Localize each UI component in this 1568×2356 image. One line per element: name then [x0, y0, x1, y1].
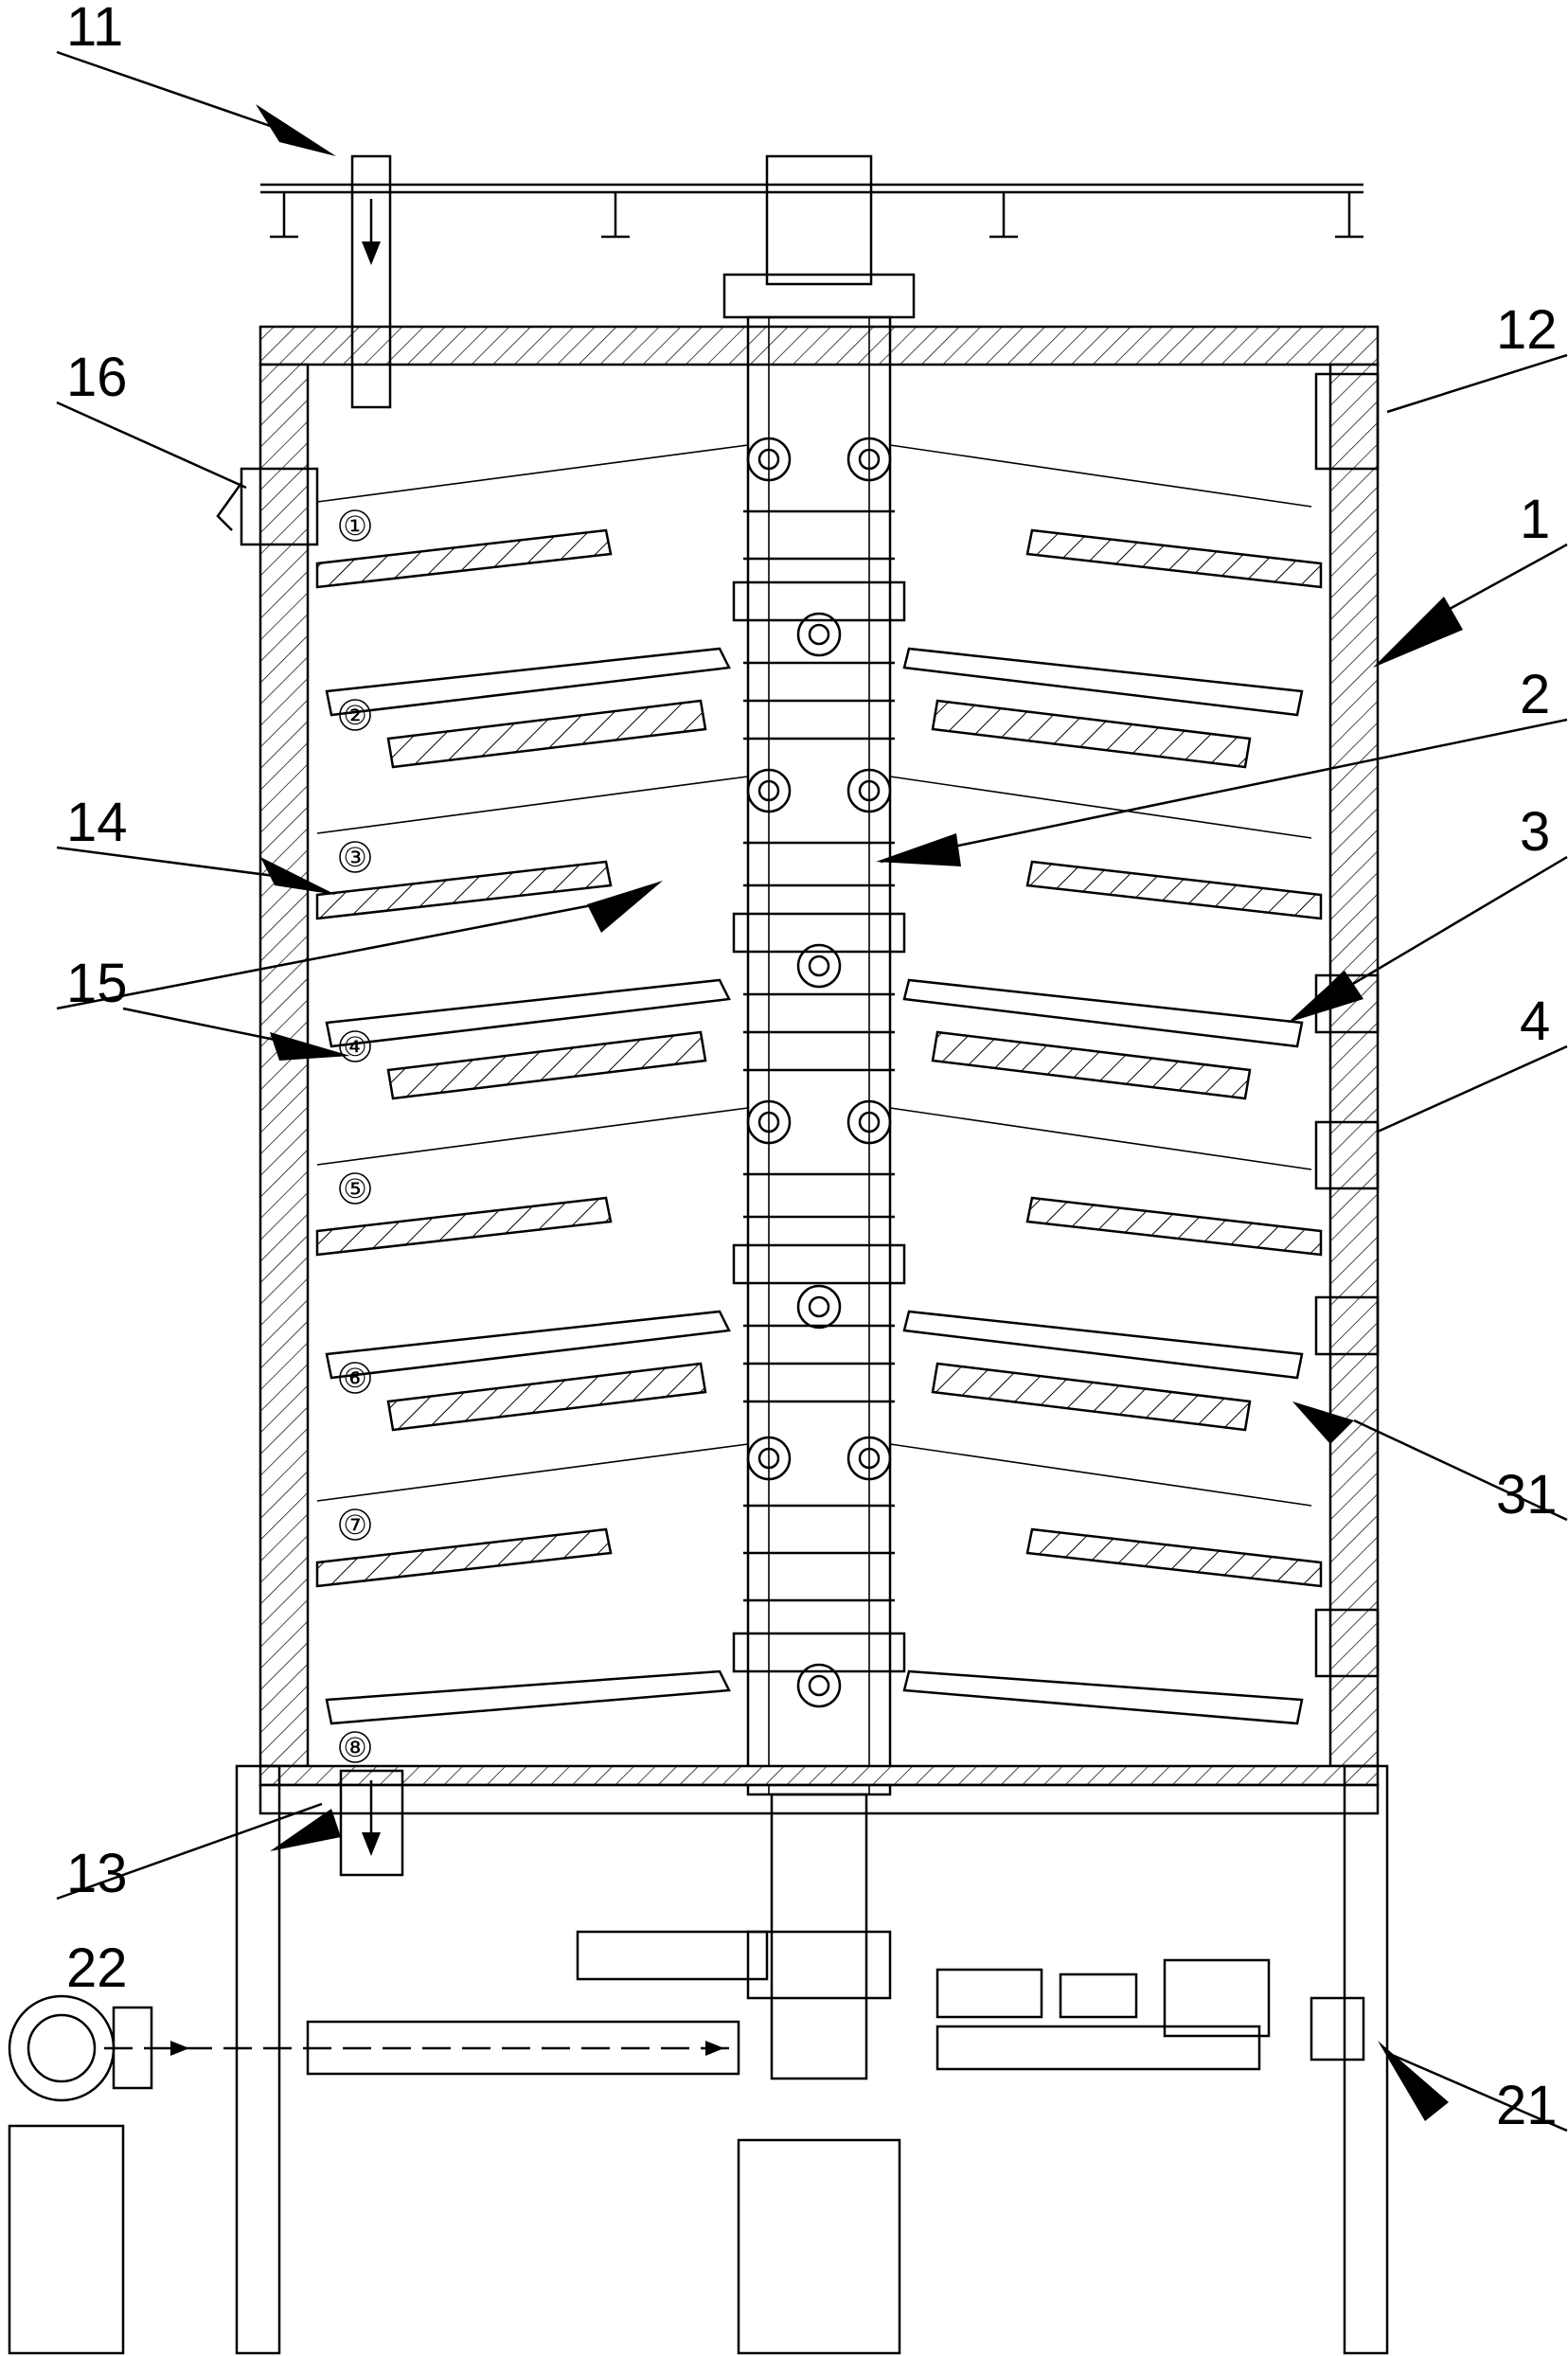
drive-assembly — [576, 1793, 1365, 2355]
callout-22: 22 — [66, 1937, 128, 1999]
pointer-arrows — [256, 104, 1463, 2121]
bottom-plate — [258, 1764, 1380, 1815]
callout-15: 15 — [66, 953, 128, 1014]
air-duct — [104, 2020, 740, 2076]
callout-31: 31 — [1496, 1464, 1558, 1526]
callout-2: 2 — [1520, 664, 1550, 725]
level-label-7: ⑦ — [343, 1510, 366, 1540]
callout-21: 21 — [1496, 2075, 1558, 2136]
callout-4: 4 — [1520, 991, 1550, 1052]
callout-14: 14 — [66, 792, 128, 853]
level-label-3: ③ — [343, 843, 366, 872]
callout-labels: 11 12 16 1 2 14 3 15 4 31 13 22 21 — [66, 0, 1558, 2136]
trays — [325, 647, 1304, 1725]
callout-3: 3 — [1520, 801, 1550, 863]
hearths — [315, 528, 1323, 1588]
level-label-5: ⑤ — [343, 1174, 366, 1204]
rake-arms — [316, 444, 1312, 1507]
arm-bosses — [746, 437, 892, 1708]
shaft-flanges — [732, 580, 906, 1673]
feed-inlet-pipe — [350, 154, 392, 409]
furnace-shell-left — [258, 363, 310, 1768]
level-marker-1 — [339, 509, 371, 542]
support-columns — [235, 1764, 1389, 2355]
top-walkway — [260, 183, 1363, 239]
level-numbers: ① ② ③ ④ ⑤ ⑥ ⑦ ⑧ — [339, 509, 371, 1763]
level-marker-2 — [339, 699, 371, 731]
level-marker-7 — [339, 1508, 371, 1541]
blower — [8, 1994, 153, 2355]
side-ports — [216, 372, 1380, 1678]
level-label-4: ④ — [343, 1032, 366, 1062]
discharge-outlet — [339, 1769, 404, 1877]
level-marker-4 — [339, 1030, 371, 1062]
callout-1: 1 — [1520, 489, 1550, 550]
callout-12: 12 — [1496, 299, 1558, 361]
level-marker-6 — [339, 1362, 371, 1394]
level-label-8: ⑧ — [343, 1733, 366, 1762]
level-label-1: ① — [343, 511, 366, 541]
callout-11: 11 — [66, 0, 123, 58]
level-marker-5 — [339, 1172, 371, 1205]
furnace-roof — [258, 325, 1380, 366]
callout-13: 13 — [66, 1843, 128, 1904]
callout-16: 16 — [66, 347, 128, 408]
level-marker-3 — [339, 841, 371, 873]
furnace-shell-right — [1328, 363, 1380, 1768]
shaft-rings — [743, 509, 895, 1602]
level-label-2: ② — [343, 701, 366, 730]
level-marker-8 — [339, 1731, 371, 1763]
level-label-6: ⑥ — [343, 1364, 366, 1393]
